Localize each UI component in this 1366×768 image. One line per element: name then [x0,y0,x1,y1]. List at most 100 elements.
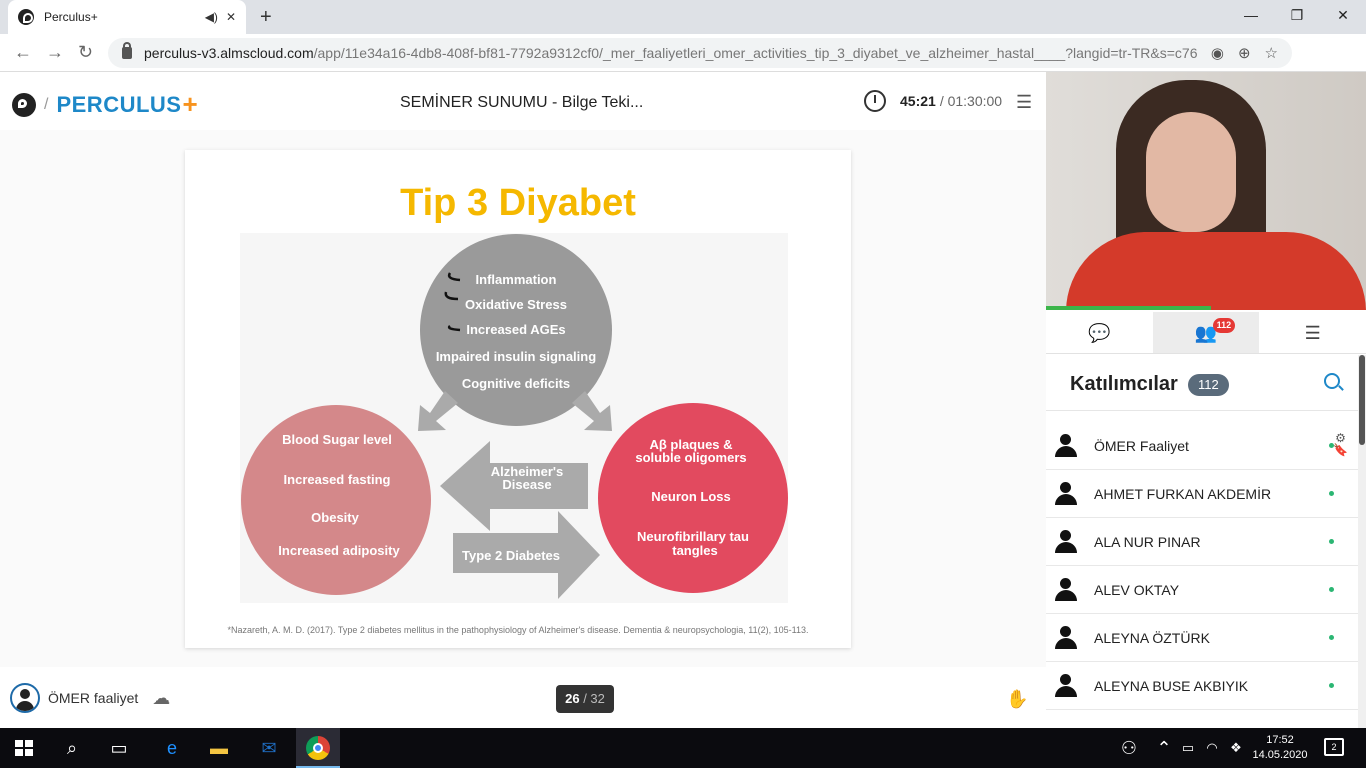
url-path: /app/11e34a16-4db8-408f-bf81-7792a9312cf… [313,45,1197,61]
speaker-icon[interactable]: ◀) [204,10,218,24]
url-field[interactable]: perculus-v3.almscloud.com/app/11e34a16-4… [108,38,1292,68]
file-explorer-icon[interactable]: ▬ [210,738,228,758]
brand-name: PERCULUS [56,91,182,117]
left-text-2: Increased fasting [284,472,391,487]
star-icon[interactable]: ☆ [1264,45,1278,62]
user-icon [1054,673,1078,698]
moderator-badge-icon: ⚙🔖 [1333,431,1348,457]
participants-scrollbar[interactable] [1358,355,1366,728]
total-pages: / 32 [583,691,605,706]
perculus-favicon-icon [18,9,34,25]
arrow-left-text-2: Disease [502,477,551,492]
session-timer: 45:21 / 01:30:00 [864,90,1002,112]
list-item[interactable]: ALEYNA BUSE AKBIYIK [1046,662,1358,710]
total-time: / 01:30:00 [939,93,1003,109]
online-status-dot [1329,491,1334,496]
bracket-mark [447,325,461,332]
task-view-icon[interactable]: ▭ [110,738,128,758]
windows-start-icon[interactable] [15,740,33,756]
zoom-icon[interactable]: ⊕ [1237,45,1251,62]
clock-time: 17:52 [1266,734,1294,746]
forward-icon[interactable]: → [46,42,64,62]
tip3-diagram: Inflammation Oxidative Stress Increased … [240,233,788,603]
raise-hand-icon[interactable]: ✋ [1006,689,1029,709]
close-window-icon[interactable]: ✕ [1337,7,1349,23]
search-taskbar-icon[interactable]: ⌕ [66,738,78,758]
right-text-2: soluble oligomers [635,450,746,465]
app-header: / PERCULUS + SEMİNER SUNUMU - Bilge Teki… [0,72,1046,130]
new-tab-button[interactable]: + [260,6,272,28]
user-icon [1054,577,1078,602]
participant-name: ALA NUR PINAR [1094,533,1201,550]
close-tab-icon[interactable]: ✕ [225,10,236,24]
list-item[interactable]: ALEV OKTAY [1046,566,1358,614]
windows-taskbar: ⌕ ▭ e ▬ ✉ ⚇ ⌃ ▭ ◠ ❖ [0,728,1366,768]
right-text-5: tangles [672,543,718,558]
presenter-video [1046,72,1366,310]
list-item[interactable]: AHMET FURKAN AKDEMİR [1046,470,1358,518]
presentation-slide: Tip 3 Diyabet Inflammation Oxidative Str… [185,150,851,648]
location-icon[interactable]: ◉ [1210,45,1224,62]
right-text-4: Neurofibrillary tau [637,529,749,544]
perculus-logo[interactable]: / PERCULUS + [12,89,198,120]
participants-count: 112 [1188,374,1229,396]
bracket-mark [444,291,459,301]
page-indicator[interactable]: 26 / 32 [556,685,614,713]
list-icon: ☰ [1304,323,1321,343]
people-icon[interactable]: ⚇ [1120,738,1138,758]
online-status-dot [1329,539,1334,544]
slide-title: Tip 3 Diyabet [400,182,636,224]
arrow-left [440,441,588,531]
system-clock[interactable]: 17:52 14.05.2020 [1252,733,1308,763]
presenter-avatar-icon [10,683,40,713]
participant-name: ALEV OKTAY [1094,581,1180,598]
browser-tab-bar: Perculus+ ◀) ✕ + — ❐ ✕ [0,0,1366,34]
participant-name: ÖMER Faaliyet [1094,437,1189,454]
hamburger-menu-icon[interactable]: ☰ [1016,92,1033,112]
user-icon [1054,481,1078,506]
session-title: SEMİNER SUNUMU - Bilge Teki... [400,94,644,111]
top-text-3: Increased AGEs [466,322,565,337]
list-item[interactable]: ÖMER Faaliyet ⚙🔖 [1046,422,1358,470]
perculus-logo-icon [12,92,36,117]
battery-icon[interactable]: ▭ [1181,740,1195,755]
current-page: 26 [565,691,580,706]
cloud-download-icon[interactable]: ☁ [152,687,171,708]
list-item[interactable]: ALEYNA ÖZTÜRK [1046,614,1358,662]
url-host: perculus-v3.almscloud.com [144,45,314,61]
wifi-icon[interactable]: ◠ [1206,740,1218,755]
maximize-icon[interactable]: ❐ [1290,7,1304,23]
lock-icon [122,42,132,59]
tab-title: Perculus+ [44,10,98,24]
tab-list[interactable]: ☰ [1259,312,1366,353]
participants-list: ÖMER Faaliyet ⚙🔖 AHMET FURKAN AKDEMİR AL… [1046,422,1358,728]
tab-participants[interactable]: 👥 112 [1152,312,1260,353]
participants-icon: 👥 [1194,323,1218,343]
list-item[interactable]: ALA NUR PINAR [1046,518,1358,566]
presenter-name: ÖMER faaliyet [48,690,139,706]
edge-icon[interactable]: e [166,738,177,758]
tab-chat[interactable]: 💬 [1046,312,1153,353]
minimize-icon[interactable]: — [1244,7,1258,23]
tray-chevron-icon[interactable]: ⌃ [1156,738,1172,758]
arrow-left-text-1: Alzheimer's [491,464,563,479]
right-circle [598,403,788,593]
participants-title: Katılımcılar [1070,373,1178,395]
clock-icon [864,90,886,112]
arrow-right [453,511,600,599]
chat-icon: 💬 [1088,323,1111,343]
chrome-icon[interactable] [306,736,330,760]
online-status-dot [1329,587,1334,592]
presentation-footer: ÖMER faaliyet ☁ 26 / 32 ✋ [0,667,1046,728]
slide-citation: *Nazareth, A. M. D. (2017). Type 2 diabe… [227,625,809,635]
back-icon[interactable]: ← [14,42,32,62]
address-bar: ← → ↻ perculus-v3.almscloud.com/app/11e3… [0,34,1366,98]
user-icon [1054,433,1078,458]
dropbox-icon[interactable]: ❖ [1230,740,1242,755]
browser-tab[interactable]: Perculus+ ◀) ✕ [8,0,246,34]
participant-name: AHMET FURKAN AKDEMİR [1094,485,1272,502]
notification-center-icon[interactable]: 2 [1324,738,1344,756]
outlook-icon[interactable]: ✉ [261,738,277,758]
reload-icon[interactable]: ↻ [78,42,94,62]
search-icon[interactable] [1324,373,1340,389]
